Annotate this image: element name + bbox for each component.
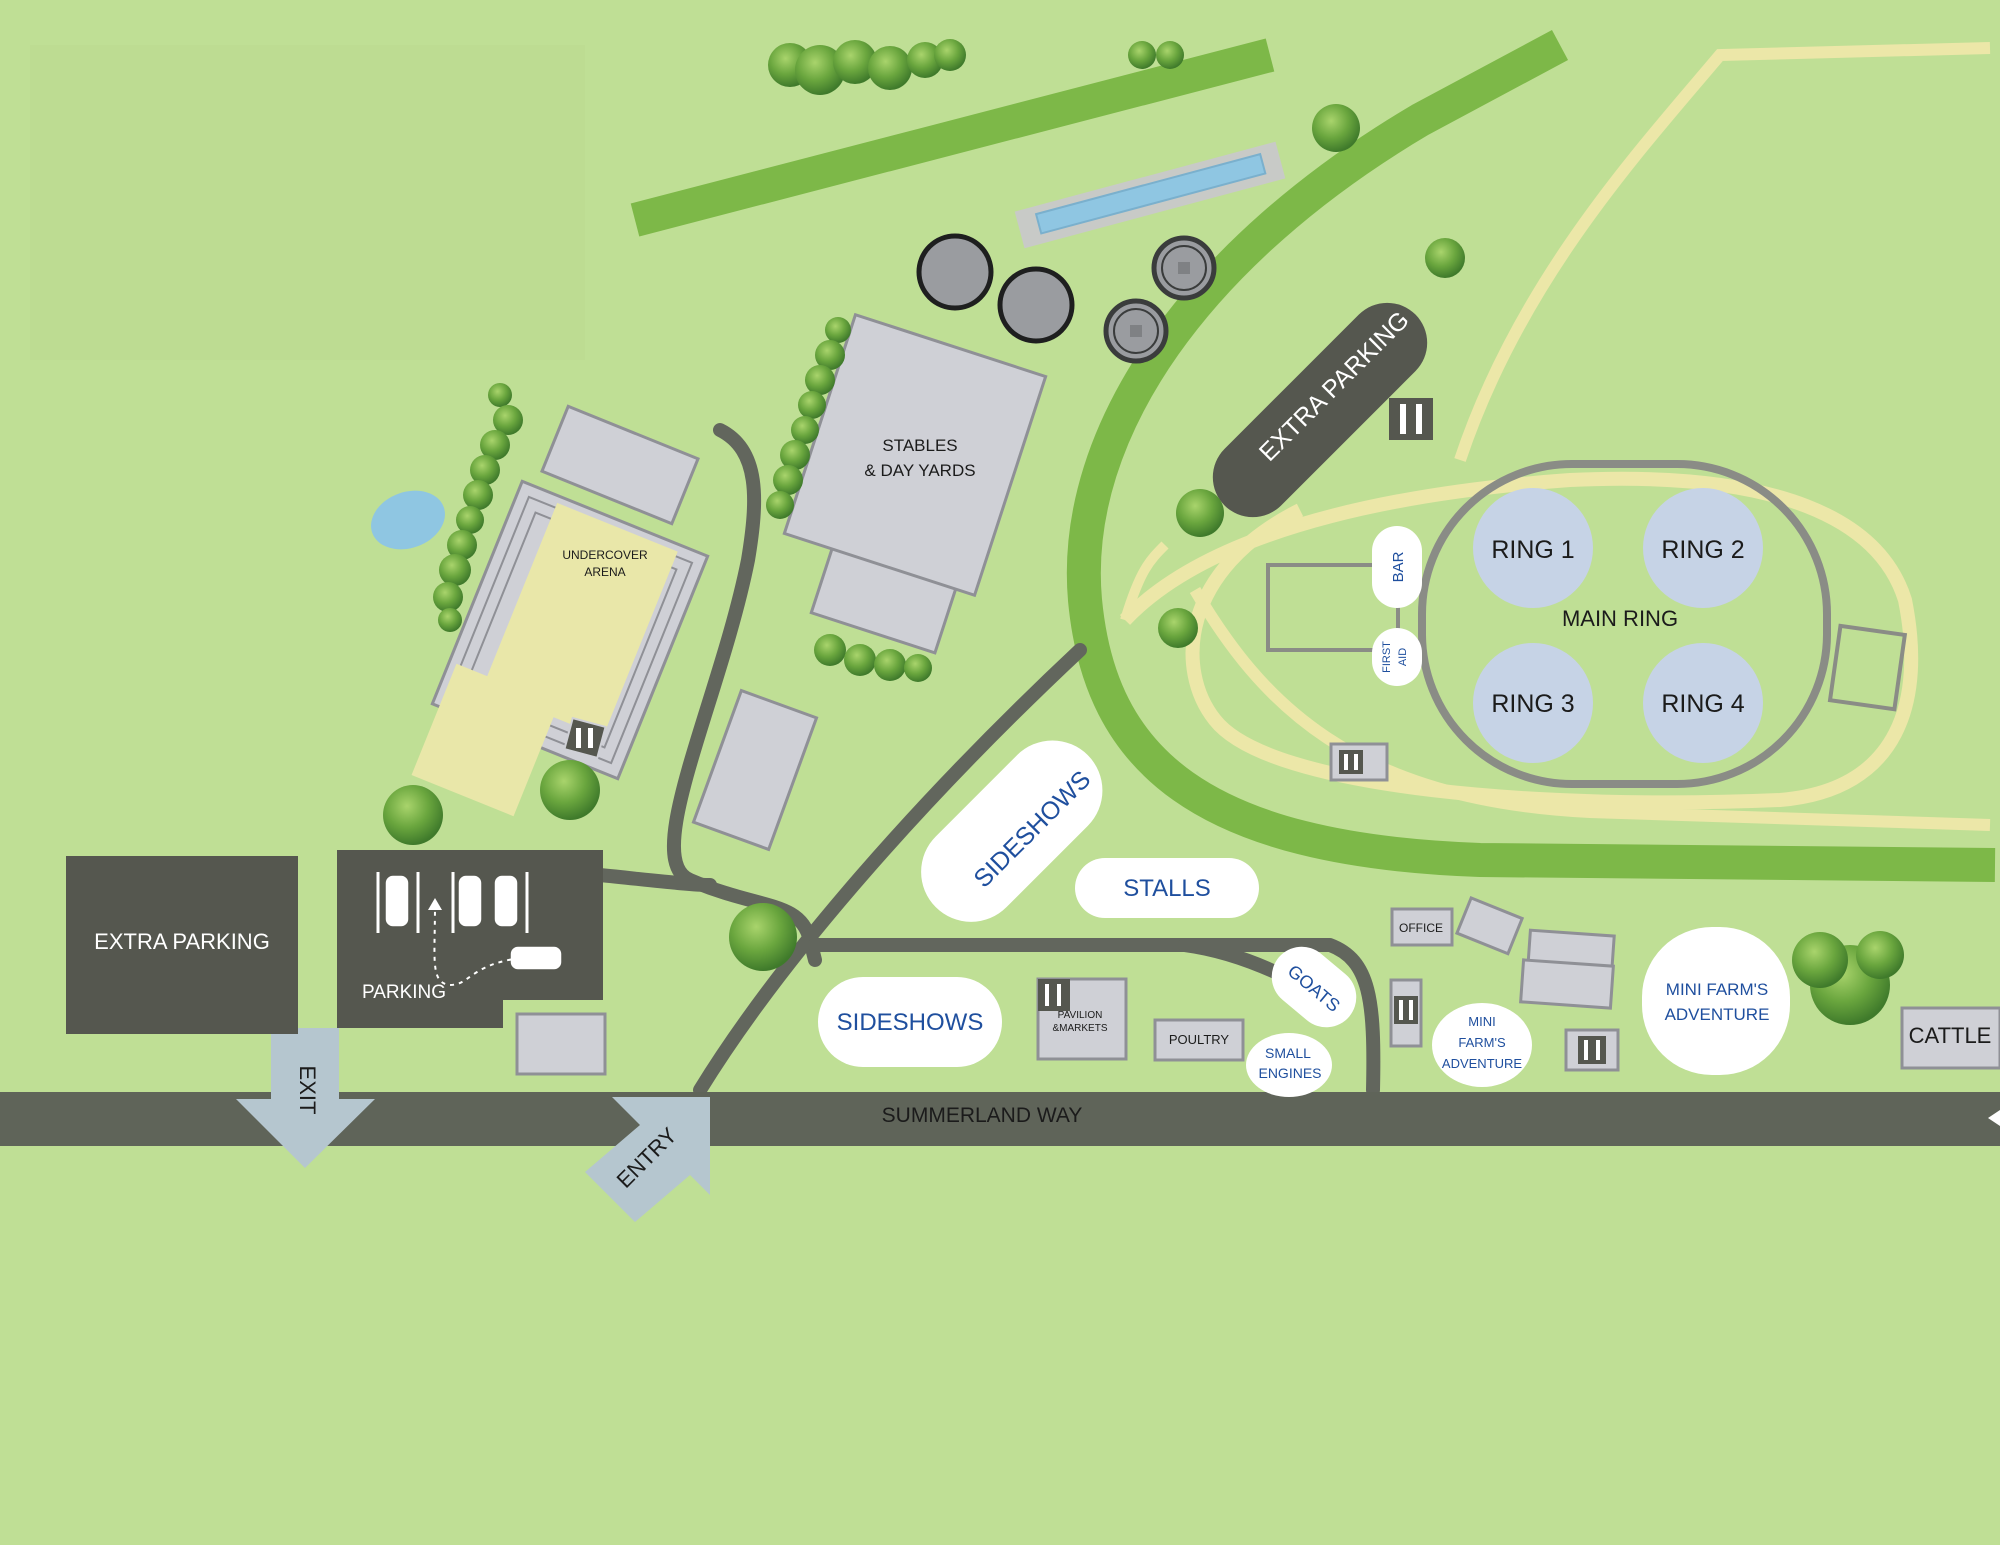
pavilion-label-2: &MARKETS (1052, 1023, 1107, 1034)
main-ring-label: MAIN RING (1562, 606, 1678, 631)
pond (371, 490, 445, 550)
ring-4-label: RING 4 (1661, 690, 1744, 718)
first-aid-label-2: AID (1397, 648, 1409, 666)
arena-label-2: ARENA (584, 565, 625, 579)
extra-parking-left-label: EXTRA PARKING (94, 929, 270, 954)
animal-shed-2 (1519, 958, 1615, 1010)
mini-farm-big-label-1: MINI FARM'S (1666, 980, 1768, 999)
tank-4-cap (1130, 325, 1142, 337)
tank-3-inner (1161, 245, 1207, 291)
sideshows-diagonal-zone (921, 740, 1103, 922)
main-ring-oval (1418, 460, 1831, 788)
ring-1-label: RING 1 (1491, 536, 1574, 564)
pool (1034, 152, 1267, 235)
first-aid-zone (1372, 628, 1422, 686)
exit-arrow (236, 1028, 375, 1168)
extra-parking-left (66, 856, 298, 1034)
toilets-icon (1389, 398, 1433, 440)
bar-zone (1372, 526, 1422, 608)
toilets-icon (563, 716, 607, 760)
ring-3-label: RING 3 (1491, 690, 1574, 718)
car-icon (384, 874, 563, 971)
ring-2 (1643, 488, 1763, 608)
mini-farm-big-label-2: ADVENTURE (1665, 1005, 1770, 1024)
road-direction-marker (1988, 1110, 2000, 1126)
toilets-icon (1389, 978, 1423, 1048)
tank-3-cap (1178, 262, 1190, 274)
tank-4-inner (1113, 308, 1159, 354)
toilets-icon (1038, 979, 1070, 1011)
office-building (1390, 907, 1454, 947)
poultry-label: POULTRY (1169, 1032, 1230, 1047)
office-annex (1454, 895, 1525, 956)
goats-zone (1271, 946, 1357, 1028)
stables-building (782, 312, 1048, 655)
mini-farm-big-zone (1642, 927, 1790, 1075)
arena-label-1: UNDERCOVER (562, 548, 648, 562)
pavilion-label-1: PAVILION (1058, 1010, 1103, 1021)
poultry-building (1153, 1018, 1245, 1062)
entry-arrow (585, 1097, 710, 1222)
sand-track (1119, 471, 1919, 810)
tree-icon (383, 39, 1904, 1025)
ring-2-label: RING 2 (1661, 536, 1744, 564)
outer-track (1066, 30, 1996, 882)
ring-3 (1473, 643, 1593, 763)
shed (691, 688, 819, 852)
toilets-icon (1329, 742, 1389, 782)
ring-east-pen (1827, 623, 1908, 712)
exit-label: EXIT (295, 1066, 320, 1115)
ring-1 (1473, 488, 1593, 608)
field-patch (30, 45, 585, 360)
sideshows-lower-zone (818, 977, 1002, 1067)
parking-label: PARKING (362, 982, 446, 1003)
first-aid-label-1: FIRST (1381, 641, 1393, 673)
ring-4 (1643, 643, 1763, 763)
stalls-zone (1075, 858, 1259, 918)
mini-farm-small-zone (1432, 1003, 1532, 1087)
small-engines-label-2: ENGINES (1258, 1065, 1321, 1081)
storage-shed (515, 1012, 607, 1076)
small-engines-zone (1246, 1033, 1332, 1097)
stables-label-1: STABLES (882, 436, 957, 455)
road-label: SUMMERLAND WAY (882, 1104, 1083, 1127)
stables-label-2: & DAY YARDS (864, 461, 975, 480)
sand-track-north (1454, 42, 1991, 462)
mini-farm-small-label-2: FARM'S (1458, 1035, 1506, 1050)
mini-farm-small-label-1: MINI (1468, 1014, 1495, 1029)
sand-track-link (1120, 541, 1169, 622)
tank-2 (997, 266, 1075, 344)
sideshows-lower-label: SIDESHOWS (837, 1009, 984, 1036)
parking-bays (376, 872, 529, 933)
bar-label: BAR (1390, 551, 1407, 582)
undercover-arena (411, 404, 710, 817)
toilets-icon (1564, 1028, 1620, 1072)
stalls-label: STALLS (1123, 875, 1211, 902)
cattle-label: CATTLE (1909, 1023, 1992, 1048)
mini-farm-small-label-3: ADVENTURE (1442, 1056, 1523, 1071)
office-label: OFFICE (1399, 921, 1443, 935)
extra-parking-top (1212, 302, 1428, 518)
upper-track-strip (630, 38, 1275, 237)
small-engines-label-1: SMALL (1265, 1045, 1311, 1061)
parking-arrow-head (428, 898, 442, 910)
cattle-building (1900, 1006, 2000, 1070)
tank-1 (916, 233, 994, 311)
